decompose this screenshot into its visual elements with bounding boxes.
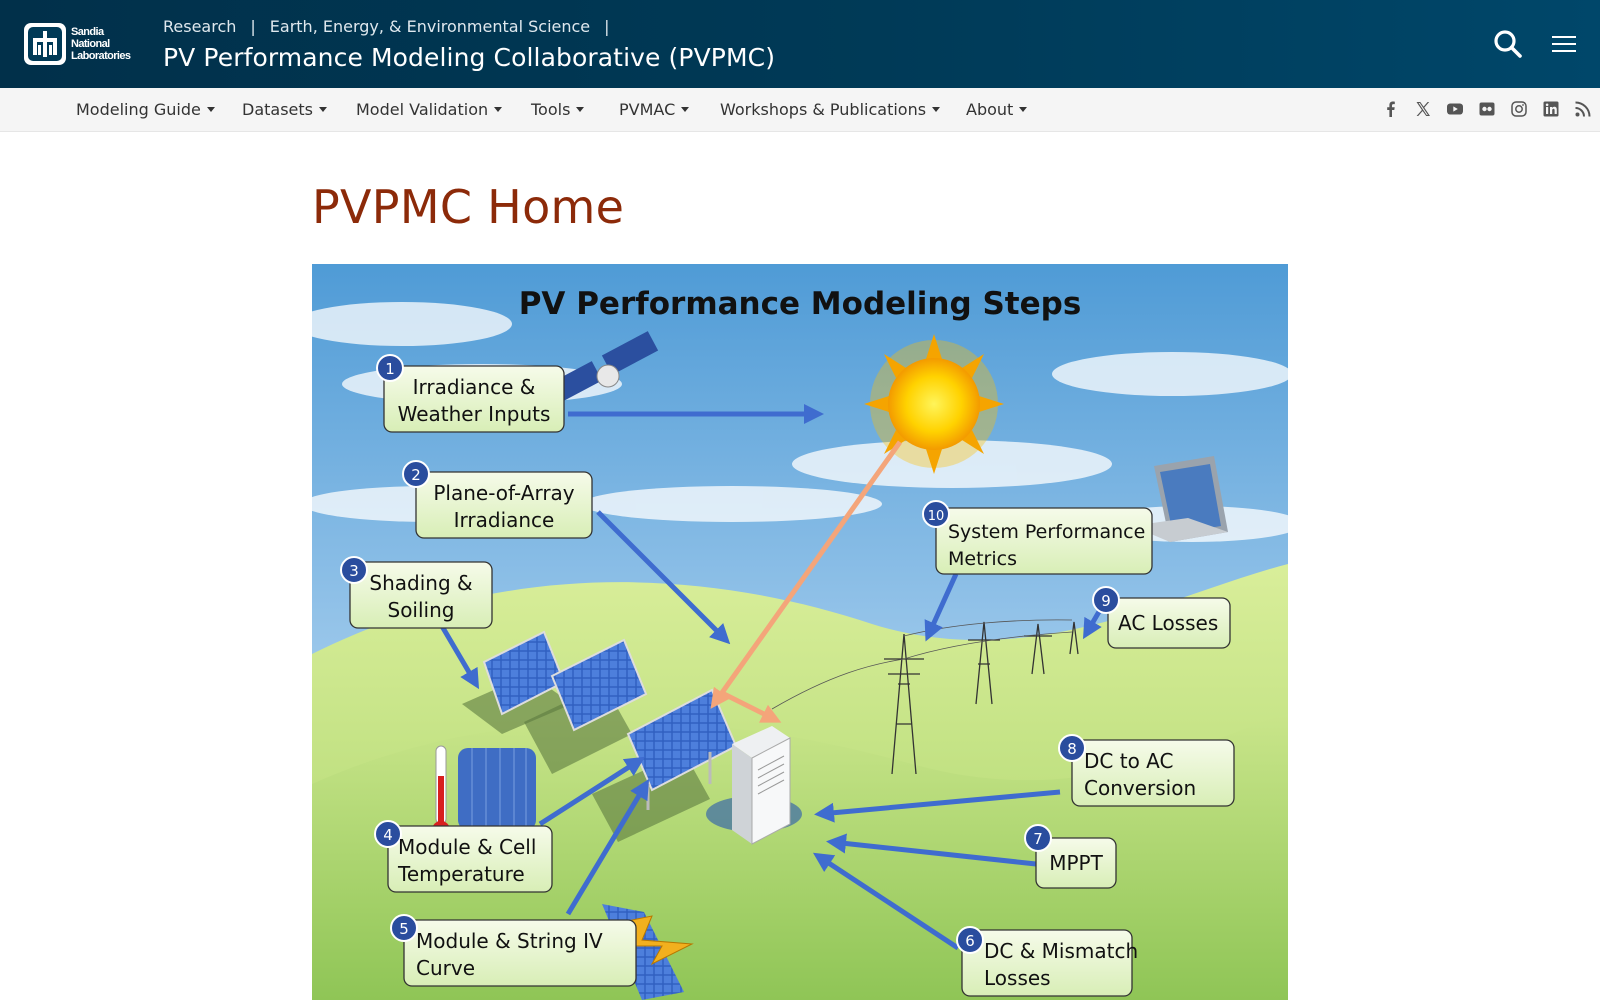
nav-label: Workshops & Publications <box>720 100 927 119</box>
nav-modeling-guide[interactable]: Modeling Guide <box>76 88 215 132</box>
caret-down-icon <box>319 107 327 112</box>
flow-arrows <box>433 404 1103 951</box>
nav-about[interactable]: About <box>966 88 1028 132</box>
step-1-box[interactable]: 1 Irradiance & Weather Inputs <box>376 354 565 433</box>
instagram-icon[interactable] <box>1510 100 1528 118</box>
linkedin-icon[interactable] <box>1542 100 1560 118</box>
step-3-box[interactable]: 3 Shading & Soiling <box>340 556 493 629</box>
flickr-icon[interactable] <box>1478 100 1496 118</box>
hamburger-menu-icon[interactable] <box>1551 33 1577 55</box>
breadcrumb-separator: | <box>250 17 256 36</box>
satellite-icon <box>545 331 659 405</box>
solar-array <box>462 630 738 842</box>
caret-down-icon <box>1019 107 1028 112</box>
step-number: 8 <box>1067 740 1077 758</box>
step-boxes: 1 Irradiance & Weather Inputs 2 Plane-of… <box>340 354 1235 997</box>
step-label: Irradiance <box>454 508 555 532</box>
caret-down-icon <box>932 107 941 112</box>
logo-line: Sandia <box>71 26 104 38</box>
step-7-box[interactable]: 7 MPPT <box>1024 824 1117 889</box>
step-label: System Performance <box>948 521 1145 543</box>
site-header: Sandia National Laboratories Research | … <box>0 0 1600 88</box>
step-label: Plane-of-Array <box>433 481 574 505</box>
step-label: DC & Mismatch <box>984 939 1138 963</box>
solar-cell-icon <box>458 748 536 830</box>
step-label: Losses <box>984 966 1051 990</box>
step-number: 1 <box>385 360 395 378</box>
nav-label: Modeling Guide <box>76 100 201 119</box>
breadcrumb-separator: | <box>604 17 610 36</box>
step-2-box[interactable]: 2 Plane-of-Array Irradiance <box>402 460 593 539</box>
step-8-box[interactable]: 8 DC to AC Conversion <box>1058 734 1235 807</box>
step-label: Irradiance & <box>413 375 536 399</box>
step-label: Soiling <box>388 598 455 622</box>
caret-down-icon <box>681 107 690 112</box>
breadcrumb-eees[interactable]: Earth, Energy, & Environmental Science <box>269 17 591 36</box>
logo-text: Sandia National Laboratories <box>71 26 131 62</box>
sun-icon <box>864 334 1004 474</box>
step-5-box[interactable]: 5 Module & String IV Curve <box>390 914 637 987</box>
inverter-icon <box>706 726 802 845</box>
step-4-box[interactable]: 4 Module & Cell Temperature <box>374 820 553 893</box>
figure-title: PV Performance Modeling Steps <box>519 286 1082 322</box>
nav-pvmac[interactable]: PVMAC <box>619 88 690 132</box>
nav-label: Model Validation <box>356 100 489 119</box>
step-label: Shading & <box>369 571 472 595</box>
main-nav: Modeling Guide Datasets Model Validation… <box>0 88 1600 132</box>
step-9-box[interactable]: 9 AC Losses <box>1092 586 1231 649</box>
sunlight-arrows <box>710 440 903 723</box>
nav-label: Datasets <box>242 100 313 119</box>
nav-label: Tools <box>531 100 571 119</box>
step-number: 3 <box>349 562 359 580</box>
pv-modeling-steps-figure[interactable]: PV Performance Modeling Steps <box>312 264 1288 1000</box>
caret-down-icon <box>206 107 215 112</box>
nav-label: About <box>966 100 1014 119</box>
step-10-box[interactable]: 10 System Performance Metrics <box>922 500 1153 575</box>
caret-down-icon <box>494 107 503 112</box>
step-number: 5 <box>399 920 409 938</box>
step-number: 4 <box>383 826 393 844</box>
step-number: 7 <box>1033 830 1043 848</box>
logo-line: Laboratories <box>71 50 131 62</box>
logo-line: National <box>71 38 110 50</box>
transmission-towers <box>771 619 1079 775</box>
step-label: Metrics <box>948 548 1017 570</box>
nav-datasets[interactable]: Datasets <box>242 88 327 132</box>
step-number: 9 <box>1101 592 1111 610</box>
step-6-box[interactable]: 6 DC & Mismatch Losses <box>956 926 1138 997</box>
step-label: DC to AC <box>1084 749 1173 773</box>
step-label: Weather Inputs <box>398 402 551 426</box>
breadcrumb: Research | Earth, Energy, & Environmenta… <box>163 17 624 36</box>
youtube-icon[interactable] <box>1446 100 1464 118</box>
step-label: Module & Cell <box>398 835 536 859</box>
step-number: 10 <box>928 509 945 524</box>
step-label: MPPT <box>1049 851 1103 875</box>
laptop-icon <box>1132 456 1228 542</box>
site-title[interactable]: PV Performance Modeling Collaborative (P… <box>163 43 776 72</box>
step-label: Conversion <box>1084 776 1196 800</box>
step-number: 2 <box>411 466 421 484</box>
step-label: AC Losses <box>1118 611 1218 635</box>
nav-tools[interactable]: Tools <box>531 88 585 132</box>
step-label: Temperature <box>397 862 525 886</box>
breadcrumb-research[interactable]: Research <box>163 17 237 36</box>
facebook-icon[interactable] <box>1382 100 1400 118</box>
sandia-thunderbird-icon <box>24 23 66 65</box>
x-icon[interactable] <box>1414 100 1432 118</box>
page-title: PVPMC Home <box>312 180 625 234</box>
step-label: Curve <box>416 956 475 980</box>
step-number: 6 <box>965 932 975 950</box>
rss-icon[interactable] <box>1574 100 1592 118</box>
search-icon[interactable] <box>1492 28 1524 60</box>
sandia-logo[interactable]: Sandia National Laboratories <box>24 22 136 66</box>
caret-down-icon <box>576 107 585 112</box>
nav-workshops-publications[interactable]: Workshops & Publications <box>720 88 941 132</box>
step-label: Module & String IV <box>416 929 603 953</box>
nav-model-validation[interactable]: Model Validation <box>356 88 503 132</box>
nav-label: PVMAC <box>619 100 676 119</box>
